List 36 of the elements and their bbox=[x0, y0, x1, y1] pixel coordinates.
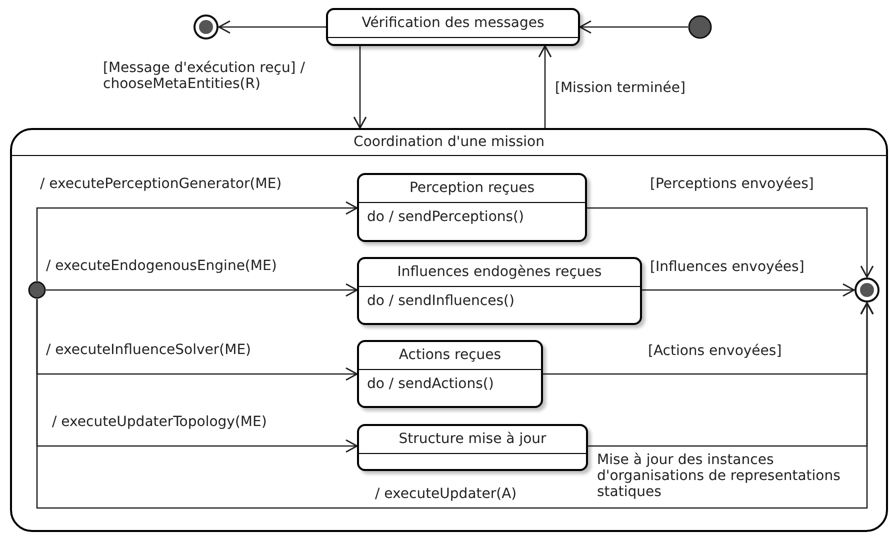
transition-label: [Influences envoyées] bbox=[650, 259, 804, 275]
transition-arrow bbox=[353, 46, 367, 129]
state-box bbox=[357, 340, 543, 408]
state-name: Structure mise à jour bbox=[398, 430, 546, 449]
transition-arrow bbox=[587, 207, 874, 278]
transition-label: / executeInfluenceSolver(ME) bbox=[46, 342, 252, 358]
final-state bbox=[193, 14, 219, 40]
state-name: Vérification des messages bbox=[362, 14, 544, 33]
state-name: Perception reçues bbox=[409, 179, 534, 198]
transition-label: / executeUpdaterTopology(ME) bbox=[52, 414, 267, 430]
transition-arrow bbox=[588, 302, 874, 447]
state-name: Actions reçues bbox=[398, 346, 502, 365]
state-box bbox=[357, 257, 642, 325]
transition-label: [Actions envoyées] bbox=[648, 343, 782, 359]
transition-label: [Mission terminée] bbox=[555, 80, 686, 96]
initial-state bbox=[28, 281, 46, 299]
transition-arrow bbox=[218, 20, 326, 34]
state-box bbox=[357, 424, 588, 471]
transition-label: / executeEndogenousEngine(ME) bbox=[46, 258, 277, 274]
final-state bbox=[854, 277, 880, 303]
transition-arrow bbox=[36, 201, 358, 281]
transition-label: / executePerceptionGenerator(ME) bbox=[40, 176, 282, 192]
transition-arrow bbox=[46, 283, 358, 297]
transition-arrow bbox=[579, 20, 688, 34]
state-name: Coordination d'une mission bbox=[354, 133, 544, 152]
state-activity: do / sendActions() bbox=[367, 376, 494, 392]
state-activity: do / sendInfluences() bbox=[367, 293, 514, 309]
initial-state bbox=[688, 15, 712, 39]
state-name: Influences endogènes reçues bbox=[397, 263, 602, 282]
transition-arrow bbox=[538, 45, 552, 128]
transition-label: [Perceptions envoyées] bbox=[650, 176, 814, 192]
transition-arrow bbox=[642, 283, 855, 297]
state-box bbox=[357, 173, 587, 242]
transition-label: / executeUpdater(A) bbox=[375, 486, 517, 502]
state-box bbox=[326, 8, 580, 46]
state-activity: do / sendPerceptions() bbox=[367, 209, 524, 225]
